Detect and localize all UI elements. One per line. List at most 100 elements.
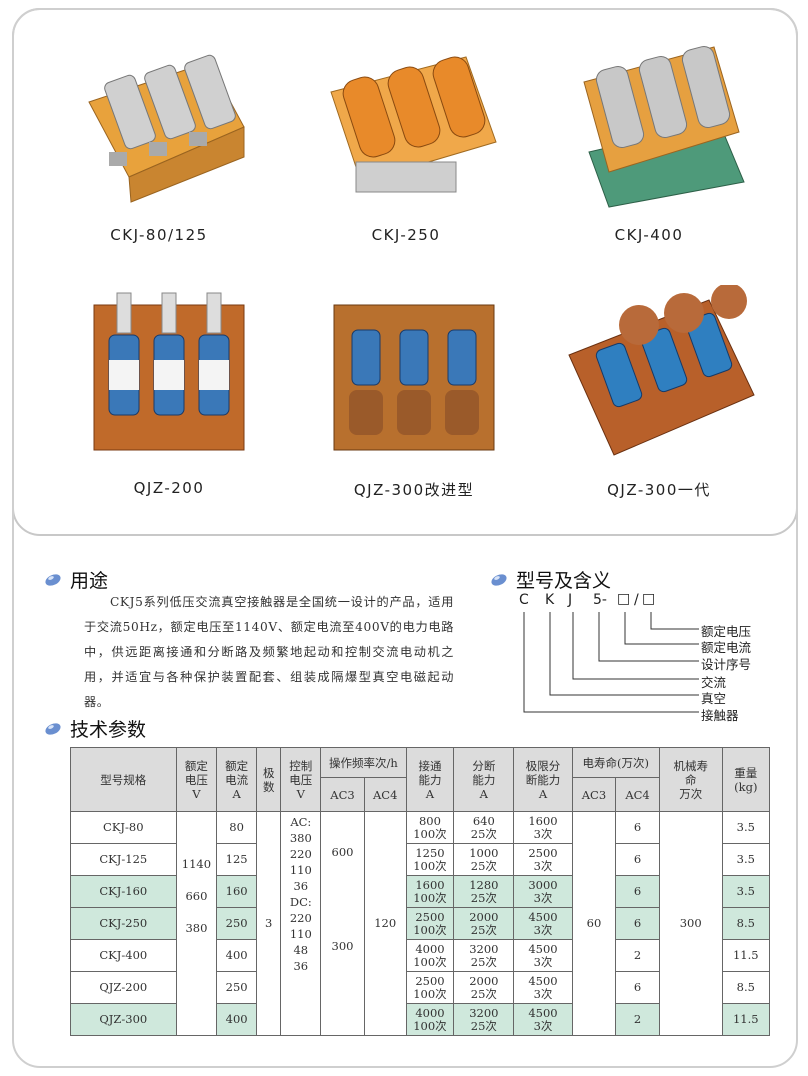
header-life-ac3: AC3 (571, 777, 617, 812)
model-code-leader-lines (523, 612, 699, 713)
model-code-diagram: C K J 5- □ / □ 额定电压 额定电流 设计序号 交流 真空 接触器 (515, 591, 785, 723)
product-caption: CKJ-250 (371, 226, 441, 244)
bullet-icon (491, 573, 507, 586)
cell-model: QJZ-300 (70, 1003, 177, 1036)
meaning-design-serial: 设计序号 (701, 657, 752, 672)
code-char: 5- (593, 592, 607, 608)
usage-body-text: CKJ5系列低压交流真空接触器是全国统一设计的产品，适用于交流50Hz，额定电压… (84, 595, 454, 709)
code-char: □ (642, 591, 656, 607)
code-char: □ (617, 591, 631, 607)
header-freq-ac3: AC3 (320, 777, 365, 812)
cell-current: 400 (216, 939, 257, 972)
header-freq-ac4: AC4 (363, 777, 407, 812)
contactor-image (549, 32, 749, 212)
header-op-frequency: 操作频率次/h (320, 747, 407, 778)
code-char: C (519, 592, 529, 608)
meaning-contactor: 接触器 (701, 708, 739, 723)
meaning-vacuum: 真空 (701, 691, 727, 706)
voltage-660: 660 (185, 888, 208, 903)
cell-model: CKJ-80 (70, 811, 177, 844)
product-ckj-400: CKJ-400 (534, 32, 764, 244)
voltage-380: 380 (185, 920, 208, 935)
meaning-ac: 交流 (701, 675, 727, 690)
cell-elec-life-ac4: 6 (615, 811, 660, 844)
contactor-image (314, 285, 514, 465)
header-life-ac4: AC4 (615, 777, 660, 812)
usage-title: 用途 (70, 570, 109, 592)
freq-ac3-600: 600 (331, 844, 354, 859)
specs-heading: 技术参数 (44, 715, 146, 742)
cell-current: 250 (216, 971, 257, 1004)
cell-weight: 11.5 (721, 939, 771, 972)
voltage-1140: 1140 (181, 856, 212, 871)
code-char: / (634, 592, 639, 608)
cell-weight: 3.5 (721, 875, 771, 908)
cell-poles: 3 (255, 811, 282, 1036)
specs-title: 技术参数 (70, 719, 147, 741)
cell-freq-ac3: 600 300 (320, 811, 365, 1036)
cell-model: QJZ-200 (70, 971, 177, 1004)
meaning-rated-current: 额定电流 (701, 640, 752, 655)
model-heading: 型号及含义 (490, 566, 611, 593)
cell-weight: 3.5 (721, 811, 771, 844)
cell-elec-life-ac4: 6 (615, 843, 660, 876)
product-photo-panel: CKJ-80/125 CKJ-250 CKJ-400 (12, 8, 798, 536)
cell-current: 400 (216, 1003, 257, 1036)
header-weight: 重量(kg) (721, 747, 771, 812)
code-char: K (545, 592, 555, 608)
cell-elec-life-ac4: 2 (615, 939, 660, 972)
product-caption: CKJ-80/125 (110, 226, 208, 244)
product-ckj-250: CKJ-250 (291, 32, 521, 244)
cell-current: 250 (216, 907, 257, 940)
cell-mech-life: 300 (658, 811, 723, 1036)
cell-elec-life-ac3: 60 (571, 811, 617, 1036)
cell-elec-life-ac4: 6 (615, 971, 660, 1004)
contactor-image (559, 283, 759, 465)
product-qjz-300-gen1: QJZ-300一代 (544, 283, 774, 500)
product-caption: QJZ-200 (133, 479, 205, 497)
product-caption: QJZ-300一代 (607, 481, 711, 499)
cell-model: CKJ-250 (70, 907, 177, 940)
header-mechanical-life: 机械寿命万次 (658, 747, 723, 812)
cell-current: 80 (216, 811, 257, 844)
header-electrical-life: 电寿命(万次) (571, 747, 660, 778)
cell-weight: 11.5 (721, 1003, 771, 1036)
contactor-image (69, 285, 269, 465)
cell-elec-life-ac4: 6 (615, 875, 660, 908)
usage-body: CKJ5系列低压交流真空接触器是全国统一设计的产品，适用于交流50Hz，额定电压… (84, 590, 454, 715)
freq-ac3-300: 300 (331, 938, 354, 953)
cell-weight: 8.5 (721, 971, 771, 1004)
code-char: J (568, 592, 573, 608)
contactor-image (306, 32, 506, 212)
contactor-image (59, 32, 259, 212)
cell-rated-voltage-group: 1140 660 380 (175, 811, 218, 1036)
bullet-icon (45, 722, 61, 735)
